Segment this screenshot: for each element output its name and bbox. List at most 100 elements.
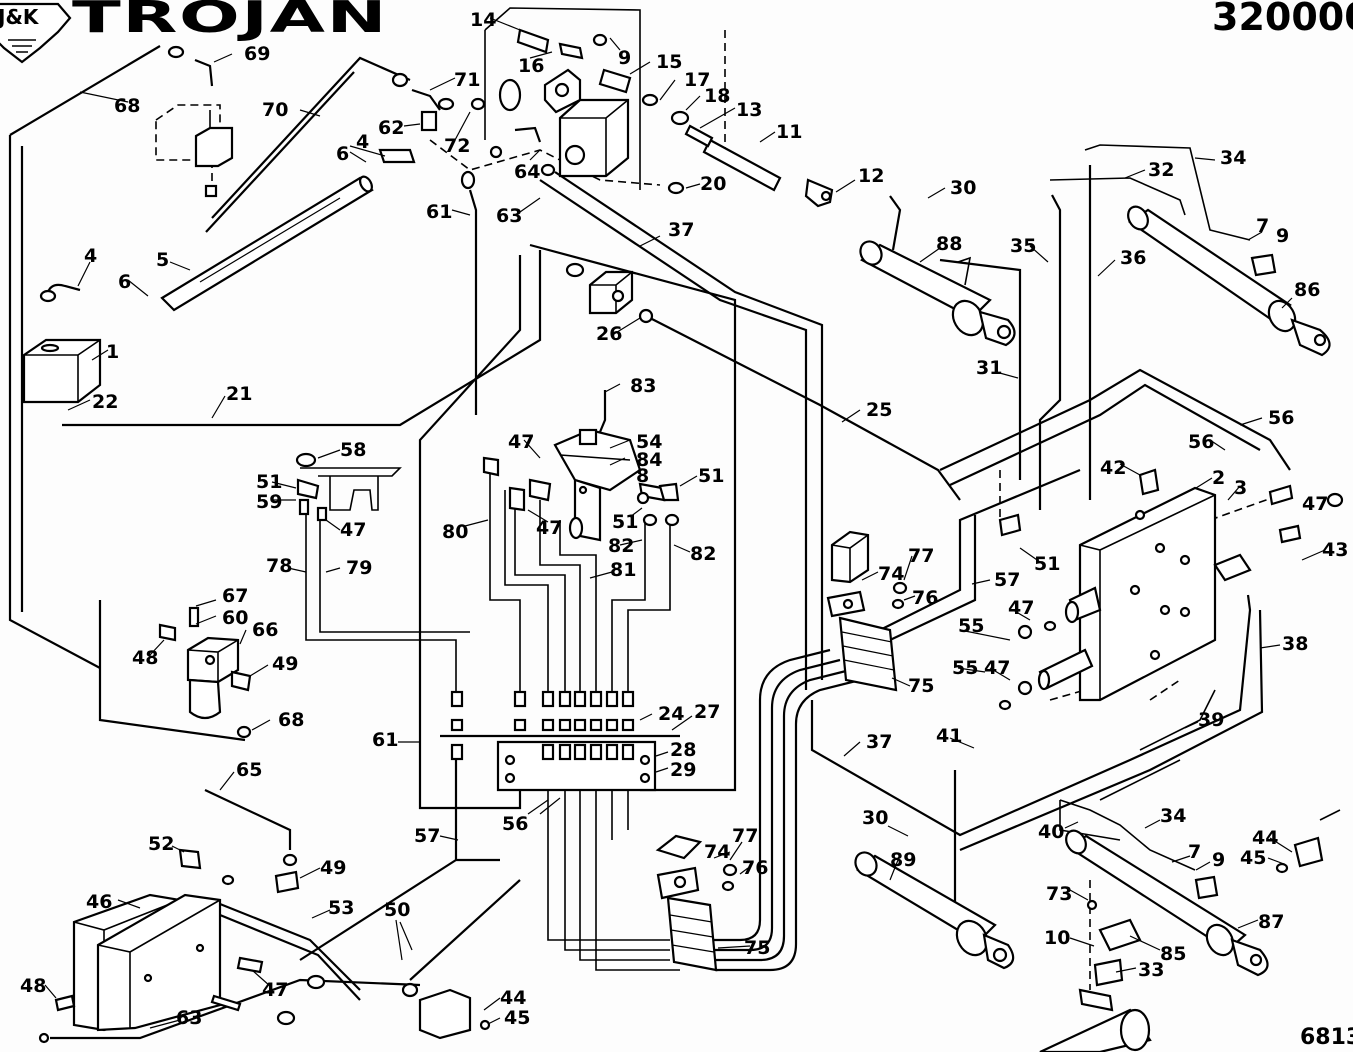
callout-45-right: 45 <box>1240 847 1266 869</box>
callout-54: 54 <box>636 431 662 453</box>
callout-22: 22 <box>92 391 118 413</box>
callout-9: 9 <box>618 47 631 69</box>
tube-5 <box>160 175 374 312</box>
callout-77-upper: 77 <box>908 545 934 567</box>
control-valve-54 <box>482 390 680 542</box>
callout-47-tank: 47 <box>262 979 288 1001</box>
callout-60: 60 <box>222 607 248 629</box>
callout-33: 33 <box>1138 959 1164 981</box>
callout-89: 89 <box>890 849 916 871</box>
callout-39: 39 <box>1198 709 1224 731</box>
callout-78: 78 <box>266 555 292 577</box>
callout-31: 31 <box>976 357 1002 379</box>
callout-76-lower: 76 <box>742 857 768 879</box>
callout-64: 64 <box>514 161 540 183</box>
callout-4-top: 4 <box>356 131 369 153</box>
callout-49-tank: 49 <box>320 857 346 879</box>
callout-26: 26 <box>596 323 622 345</box>
callout-74-lower: 74 <box>704 841 730 863</box>
cylinder-89 <box>854 851 1015 970</box>
cylinder-88 <box>859 195 1016 347</box>
callout-58: 58 <box>340 439 366 461</box>
top-panel-frame <box>484 7 641 190</box>
callout-30-top: 30 <box>950 177 976 199</box>
callout-47-lower: 47 <box>984 657 1010 679</box>
callout-59: 59 <box>256 491 282 513</box>
callout-61-top: 61 <box>426 201 452 223</box>
elbow-4 <box>46 283 81 293</box>
callout-56-right: 56 <box>1268 407 1294 429</box>
callout-6-top: 6 <box>336 143 349 165</box>
callout-29: 29 <box>670 759 696 781</box>
callout-43: 43 <box>1322 539 1348 561</box>
bracket-85 <box>1086 899 1142 987</box>
callout-51-mid: 51 <box>612 511 638 533</box>
callout-56-mid: 56 <box>1188 431 1214 453</box>
callout-79: 79 <box>346 557 372 579</box>
callout-24: 24 <box>658 703 684 725</box>
callout-21: 21 <box>226 383 252 405</box>
brand-logo-text: J&K <box>0 5 40 29</box>
page-code: 320000 <box>1212 0 1353 39</box>
callout-67: 67 <box>222 585 248 607</box>
figure-number: 6813 <box>1300 1025 1353 1050</box>
callout-70: 70 <box>262 99 288 121</box>
callout-41: 41 <box>936 725 962 747</box>
callout-27: 27 <box>694 701 720 723</box>
fitting-20 <box>667 181 685 195</box>
callout-47-low: 47 <box>536 517 562 539</box>
callout-47-right: 47 <box>1302 493 1328 515</box>
cylinder-lower-right <box>1039 988 1152 1052</box>
callout-7-bottom: 7 <box>1188 841 1201 863</box>
callout-5: 5 <box>156 249 169 271</box>
callout-51-left: 51 <box>256 471 282 493</box>
callout-49-filter: 49 <box>272 653 298 675</box>
callout-55-upper: 55 <box>958 615 984 637</box>
valve-stack-75-lower <box>655 834 738 972</box>
callout-15: 15 <box>656 51 682 73</box>
callout-50: 50 <box>384 899 410 921</box>
callout-10: 10 <box>1044 927 1070 949</box>
brand-logo: J&K TROJAN <box>0 0 387 64</box>
callout-44-right: 44 <box>1252 827 1278 849</box>
callout-48-filter: 48 <box>132 647 158 669</box>
callout-74-upper: 74 <box>878 563 904 585</box>
callout-40: 40 <box>1038 821 1064 843</box>
callout-47-block: 47 <box>1008 597 1034 619</box>
fitting-44-45-right <box>1275 836 1324 874</box>
callout-35: 35 <box>1010 235 1036 257</box>
callout-68-filter: 68 <box>278 709 304 731</box>
callout-42: 42 <box>1100 457 1126 479</box>
fitting-69 <box>194 58 214 87</box>
callout-4-left: 4 <box>84 245 97 267</box>
callout-66: 66 <box>252 619 278 641</box>
callout-47-pedal: 47 <box>340 519 366 541</box>
callout-77-lower: 77 <box>732 825 758 847</box>
callout-63-bottom: 63 <box>176 1007 202 1029</box>
valve-stack-75-upper <box>826 530 908 692</box>
callout-83: 83 <box>630 375 656 397</box>
callout-labels: 14 9 15 16 69 71 68 70 17 18 13 62 72 11… <box>20 9 1348 1029</box>
callout-45-bottom: 45 <box>504 1007 530 1029</box>
callout-30-bottom: 30 <box>862 807 888 829</box>
callout-13: 13 <box>736 99 762 121</box>
callout-61-mid: 61 <box>372 729 398 751</box>
callout-69: 69 <box>244 43 270 65</box>
callout-84: 84 <box>636 449 662 471</box>
callout-16: 16 <box>518 55 544 77</box>
callout-87: 87 <box>1258 911 1284 933</box>
callout-2: 2 <box>1212 467 1225 489</box>
valve-26 <box>565 262 654 324</box>
callout-55-lower: 55 <box>952 657 978 679</box>
callout-36: 36 <box>1120 247 1146 269</box>
callout-12: 12 <box>858 165 884 187</box>
callout-28: 28 <box>670 739 696 761</box>
callout-9-bottom: 9 <box>1212 849 1225 871</box>
callout-51-block: 51 <box>1034 553 1060 575</box>
valve-block-top-left <box>155 104 234 198</box>
callout-11: 11 <box>776 121 802 143</box>
components <box>22 28 1344 1052</box>
callout-65: 65 <box>236 759 262 781</box>
